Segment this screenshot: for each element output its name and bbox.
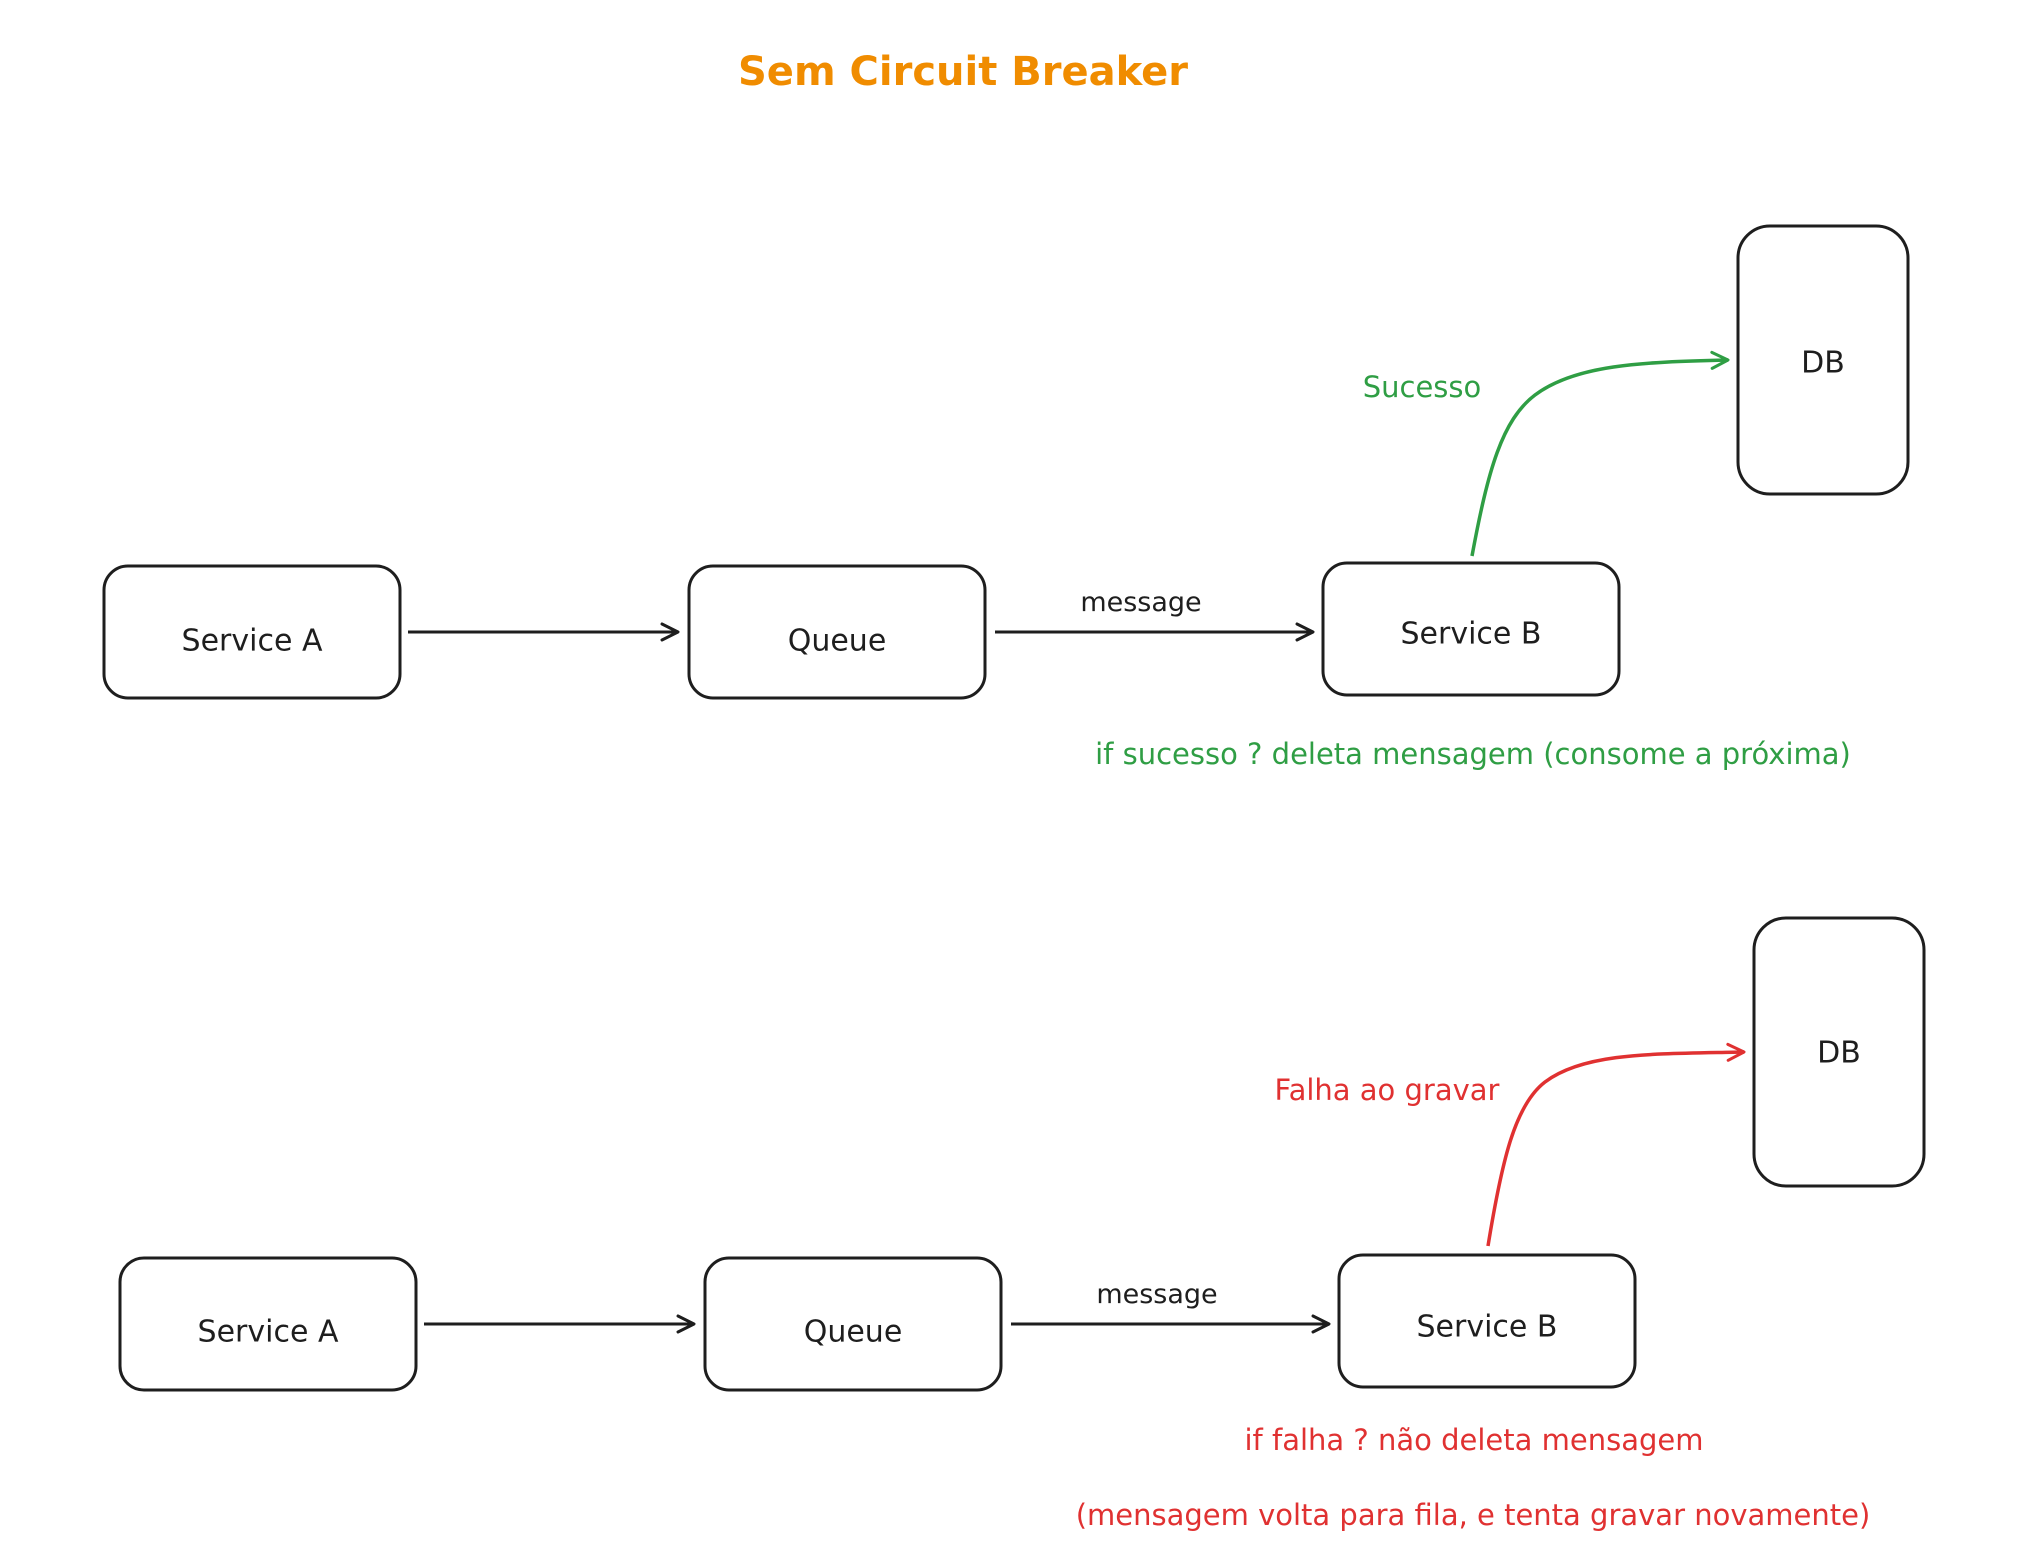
failure-service-a-node: Service A — [118, 1256, 418, 1392]
failure-note-line-2: (mensagem volta para fila, e tenta grava… — [1076, 1498, 1871, 1532]
failure-queue-node: Queue — [703, 1256, 1003, 1392]
failure-db-node: DB — [1752, 916, 1926, 1188]
success-db-node: DB — [1736, 224, 1910, 496]
failure-db-edge-label: Falha ao gravar — [1275, 1073, 1500, 1107]
success-db-edge-label: Sucesso — [1363, 370, 1482, 404]
success-db-label: DB — [1801, 346, 1845, 381]
success-service-b-node: Service B — [1321, 561, 1621, 697]
failure-queue-label: Queue — [804, 1315, 903, 1350]
success-service-b-label: Service B — [1401, 617, 1542, 652]
failure-arrow-b-to-db — [1486, 1042, 1746, 1247]
success-queue-label: Queue — [788, 624, 887, 659]
failure-message-label: message — [1096, 1279, 1217, 1310]
success-arrow-b-to-db — [1470, 350, 1730, 557]
success-note: if sucesso ? deleta mensagem (consome a … — [1095, 737, 1851, 771]
success-flow: Service A Queue Service B DB message Suc… — [102, 224, 1910, 771]
success-queue-node: Queue — [687, 564, 987, 700]
failure-service-b-node: Service B — [1337, 1253, 1637, 1389]
failure-service-b-label: Service B — [1417, 1310, 1558, 1345]
success-message-label: message — [1080, 587, 1201, 618]
failure-note-line-1: if falha ? não deleta mensagem — [1245, 1423, 1704, 1457]
success-service-a-node: Service A — [102, 564, 402, 700]
failure-service-a-label: Service A — [198, 1315, 339, 1350]
success-service-a-label: Service A — [182, 624, 323, 659]
diagram-title: Sem Circuit Breaker — [738, 49, 1188, 95]
failure-db-label: DB — [1817, 1036, 1861, 1071]
failure-flow: Service A Queue Service B DB message Fal… — [118, 916, 1926, 1532]
